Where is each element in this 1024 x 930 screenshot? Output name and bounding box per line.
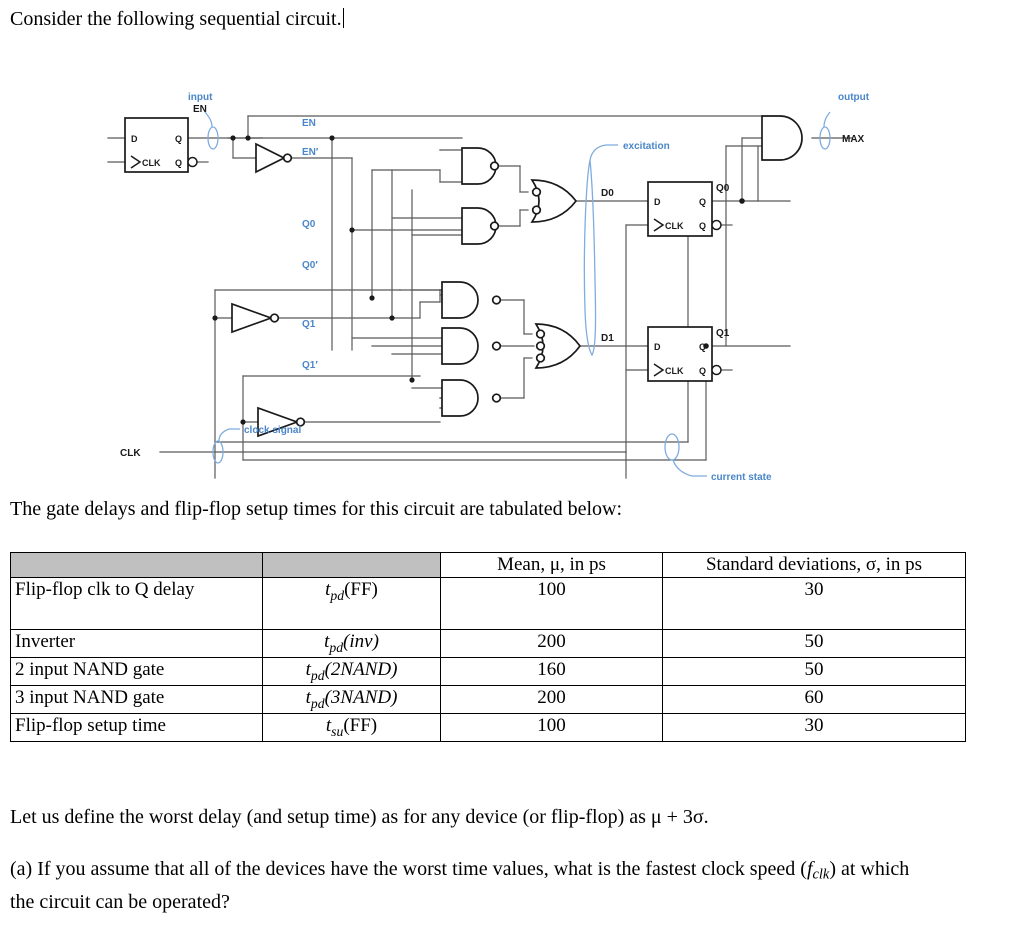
ff1-pin-qbar: Q (699, 366, 706, 376)
row-name: Inverter (10, 629, 263, 658)
row-symbol: tpd(FF) (262, 577, 441, 630)
ff0-pin-d: D (654, 197, 661, 207)
signal-label-clk-input: CLK (120, 448, 141, 459)
question-a-symbol-f: f (806, 858, 813, 880)
worst-delay-paragraph: Let us define the worst delay (and setup… (10, 806, 709, 828)
table-intro-sentence: The gate delays and flip-flop setup time… (10, 498, 623, 520)
annotation-input: input (188, 92, 213, 103)
ff1-pin-d: D (654, 342, 661, 352)
row-symbol: tpd(2NAND) (262, 657, 441, 686)
row-name: 3 input NAND gate (10, 685, 263, 714)
table-row: Inverter tpd(inv) 200 50 (10, 629, 966, 658)
signal-label-q0-bar: Q0′ (302, 260, 318, 271)
delay-table: Mean, μ, in ps Standard deviations, σ, i… (10, 552, 966, 742)
row-name: Flip-flop setup time (10, 713, 263, 742)
signal-label-q1-bar: Q1′ (302, 360, 318, 371)
row-stddev: 60 (662, 685, 966, 714)
row-stddev: 30 (662, 713, 966, 742)
signal-label-d0: D0 (601, 188, 614, 199)
sequential-circuit-diagram: D Q CLK Q D Q CLK Q D Q CLK Q EN D0 D1 Q… (0, 50, 1024, 480)
signal-label-en-near-input: EN (193, 104, 207, 115)
intro-sentence: Consider the following sequential circui… (10, 6, 344, 32)
question-a-text-1: (a) If you assume that all of the device… (10, 858, 807, 880)
ff-input-pin-qbar: Q (175, 158, 182, 168)
row-mean: 160 (440, 657, 663, 686)
table-row: Flip-flop clk to Q delay tpd(FF) 100 30 (10, 577, 966, 630)
row-stddev: 50 (662, 657, 966, 686)
signal-label-en: EN (302, 118, 316, 129)
question-a-text-2: ) at which the circuit can be operated? (10, 858, 910, 913)
annotation-excitation: excitation (623, 141, 670, 152)
row-name: 2 input NAND gate (10, 657, 263, 686)
signal-label-q0: Q0 (302, 219, 316, 230)
row-symbol: tpd(3NAND) (262, 685, 441, 714)
table-header-stddev: Standard deviations, σ, in ps (662, 552, 966, 578)
row-name: Flip-flop clk to Q delay (10, 577, 263, 630)
ff1-pin-clk: CLK (665, 366, 684, 376)
ff0-pin-qbar: Q (699, 221, 706, 231)
ff-input-pin-clk: CLK (142, 158, 161, 168)
row-stddev: 30 (662, 577, 966, 630)
question-a-paragraph: (a) If you assume that all of the device… (10, 856, 930, 916)
ff1-pin-q: Q (699, 342, 706, 352)
row-mean: 200 (440, 629, 663, 658)
row-stddev: 50 (662, 629, 966, 658)
row-symbol: tsu(FF) (262, 713, 441, 742)
row-symbol: tpd(inv) (262, 629, 441, 658)
signal-label-q1-out: Q1 (716, 328, 730, 339)
signal-label-en-bar: EN′ (302, 147, 319, 158)
table-row: 3 input NAND gate tpd(3NAND) 200 60 (10, 685, 966, 714)
text-caret (342, 8, 344, 28)
row-mean: 200 (440, 685, 663, 714)
annotation-output: output (838, 92, 870, 103)
signal-label-q1: Q1 (302, 319, 316, 330)
row-mean: 100 (440, 713, 663, 742)
ff0-pin-clk: CLK (665, 221, 684, 231)
table-header-mean: Mean, μ, in ps (440, 552, 663, 578)
intro-text: Consider the following sequential circui… (10, 8, 342, 30)
table-header-blank-1 (10, 552, 263, 578)
signal-label-max: MAX (842, 134, 865, 145)
ff0-pin-q: Q (699, 197, 706, 207)
row-mean: 100 (440, 577, 663, 630)
annotation-current-state: current state (711, 472, 772, 480)
ff-input-pin-d: D (131, 134, 138, 144)
signal-label-q0-out: Q0 (716, 183, 730, 194)
ff-input-pin-q: Q (175, 134, 182, 144)
question-a-symbol-sub: clk (812, 866, 830, 883)
table-row: 2 input NAND gate tpd(2NAND) 160 50 (10, 657, 966, 686)
signal-label-d1: D1 (601, 333, 614, 344)
table-header-row: Mean, μ, in ps Standard deviations, σ, i… (10, 552, 966, 578)
table-row: Flip-flop setup time tsu(FF) 100 30 (10, 713, 966, 742)
table-header-blank-2 (262, 552, 441, 578)
annotation-clock-signal: clock signal (244, 425, 301, 436)
